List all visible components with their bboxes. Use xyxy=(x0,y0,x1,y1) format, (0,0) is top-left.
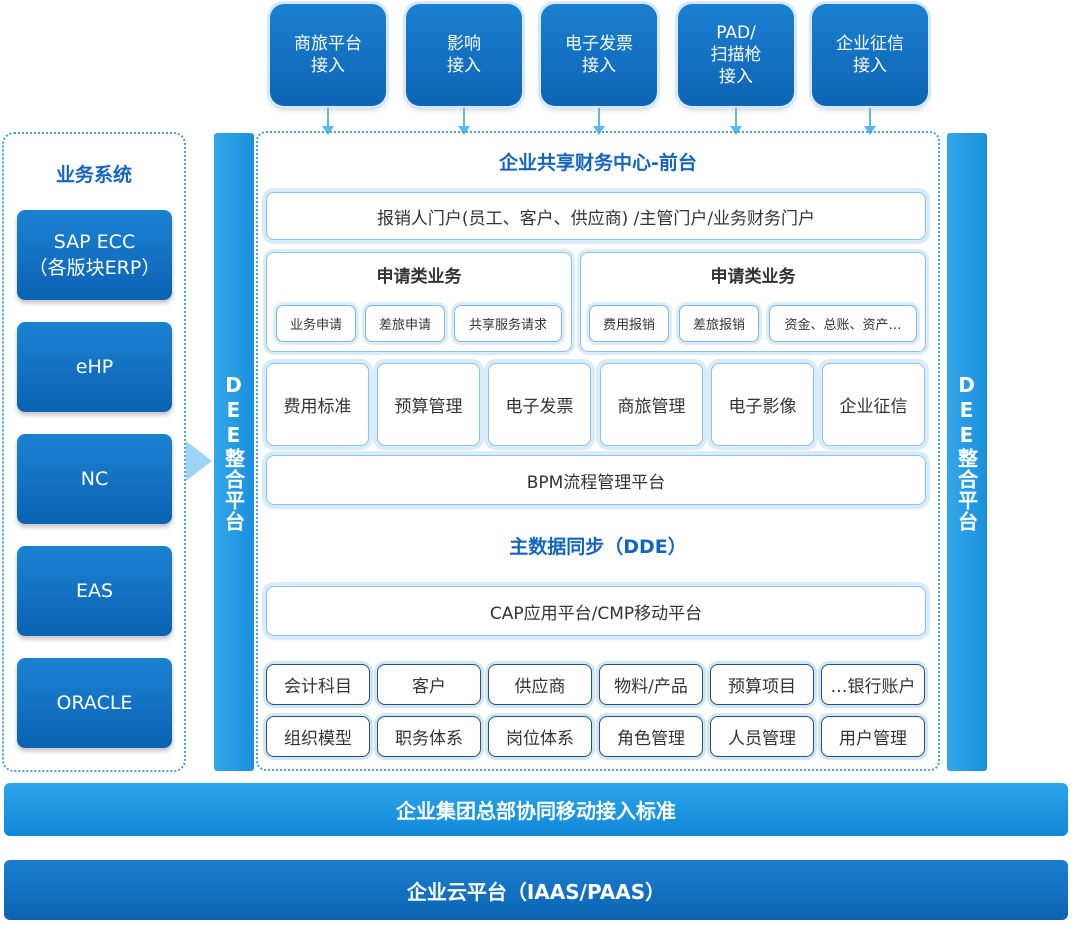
data-personnel-management: 人员管理 xyxy=(710,716,814,757)
arrow-down-icon xyxy=(864,126,876,135)
bpm-platform-box: BPM流程管理平台 xyxy=(266,455,926,505)
business-systems-panel xyxy=(2,132,186,772)
access-box-image: 影响 接入 xyxy=(406,4,522,106)
module-expense-standard: 费用标准 xyxy=(266,363,369,446)
arrow-down-icon xyxy=(458,126,470,135)
application-group-right-title: 申请类业务 xyxy=(710,267,796,287)
module-budget-management: 预算管理 xyxy=(377,363,480,446)
arrow-down-icon xyxy=(593,126,605,135)
data-accounting-subject: 会计科目 xyxy=(266,664,370,705)
mobile-access-standard-bar: 企业集团总部协同移动接入标准 xyxy=(4,783,1068,836)
access-box-travel: 商旅平台 接入 xyxy=(270,4,386,106)
arrow-down-icon xyxy=(322,126,334,135)
data-supplier: 供应商 xyxy=(488,664,592,705)
arrow-right-icon xyxy=(186,441,212,481)
cloud-platform-bar: 企业云平台（IAAS/PAAS） xyxy=(4,860,1068,920)
shared-finance-center-panel xyxy=(256,131,940,771)
data-bank-account: …银行账户 xyxy=(821,664,925,705)
arrow-line xyxy=(327,108,329,128)
data-org-model: 组织模型 xyxy=(266,716,370,757)
funds-ledger-assets-box: 资金、总账、资产… xyxy=(769,305,917,342)
travel-application-box: 差旅申请 xyxy=(365,305,445,342)
access-box-einvoice: 电子发票 接入 xyxy=(541,4,657,106)
access-box-pad: PAD/ 扫描枪 接入 xyxy=(678,4,794,106)
system-box-ehp: eHP xyxy=(17,322,172,412)
shared-service-request-box: 共享服务请求 xyxy=(454,305,562,342)
system-box-eas: EAS xyxy=(17,546,172,636)
front-title: 企业共享财务中心-前台 xyxy=(499,152,697,174)
system-box-sap: SAP ECC （各版块ERP） xyxy=(17,210,172,300)
portal-box: 报销人门户(员工、客户、供应商) /主管门户/业务财务门户 xyxy=(266,192,926,240)
dee-label-left: DEE整合平台 xyxy=(221,372,246,532)
master-data-title: 主数据同步（DDE） xyxy=(509,536,687,558)
data-customer: 客户 xyxy=(377,664,481,705)
business-systems-title: 业务系统 xyxy=(55,164,132,186)
data-job-system: 职务体系 xyxy=(377,716,481,757)
business-application-box: 业务申请 xyxy=(276,305,356,342)
module-enterprise-credit: 企业征信 xyxy=(822,363,925,446)
dee-integration-bar-left: DEE整合平台 xyxy=(214,133,254,771)
arrow-line xyxy=(735,108,737,128)
module-e-image: 电子影像 xyxy=(711,363,814,446)
access-box-credit: 企业征信 接入 xyxy=(812,4,928,106)
travel-reimbursement-box: 差旅报销 xyxy=(679,305,759,342)
data-budget-item: 预算项目 xyxy=(710,664,814,705)
system-box-nc: NC xyxy=(17,434,172,524)
data-position-system: 岗位体系 xyxy=(488,716,592,757)
dee-integration-bar-right: DEE整合平台 xyxy=(947,133,987,771)
module-travel-management: 商旅管理 xyxy=(600,363,703,446)
module-e-invoice: 电子发票 xyxy=(488,363,591,446)
application-group-left-title: 申请类业务 xyxy=(376,267,462,287)
cap-platform-box: CAP应用平台/CMP移动平台 xyxy=(266,586,926,636)
arrow-down-icon xyxy=(730,126,742,135)
expense-reimbursement-box: 费用报销 xyxy=(589,305,669,342)
data-role-management: 角色管理 xyxy=(599,716,703,757)
arrow-line xyxy=(463,108,465,128)
arrow-line xyxy=(869,108,871,128)
data-user-management: 用户管理 xyxy=(821,716,925,757)
dee-label-right: DEE整合平台 xyxy=(954,372,979,532)
data-material-product: 物料/产品 xyxy=(599,664,703,705)
system-box-oracle: ORACLE xyxy=(17,658,172,748)
arrow-line xyxy=(598,108,600,128)
